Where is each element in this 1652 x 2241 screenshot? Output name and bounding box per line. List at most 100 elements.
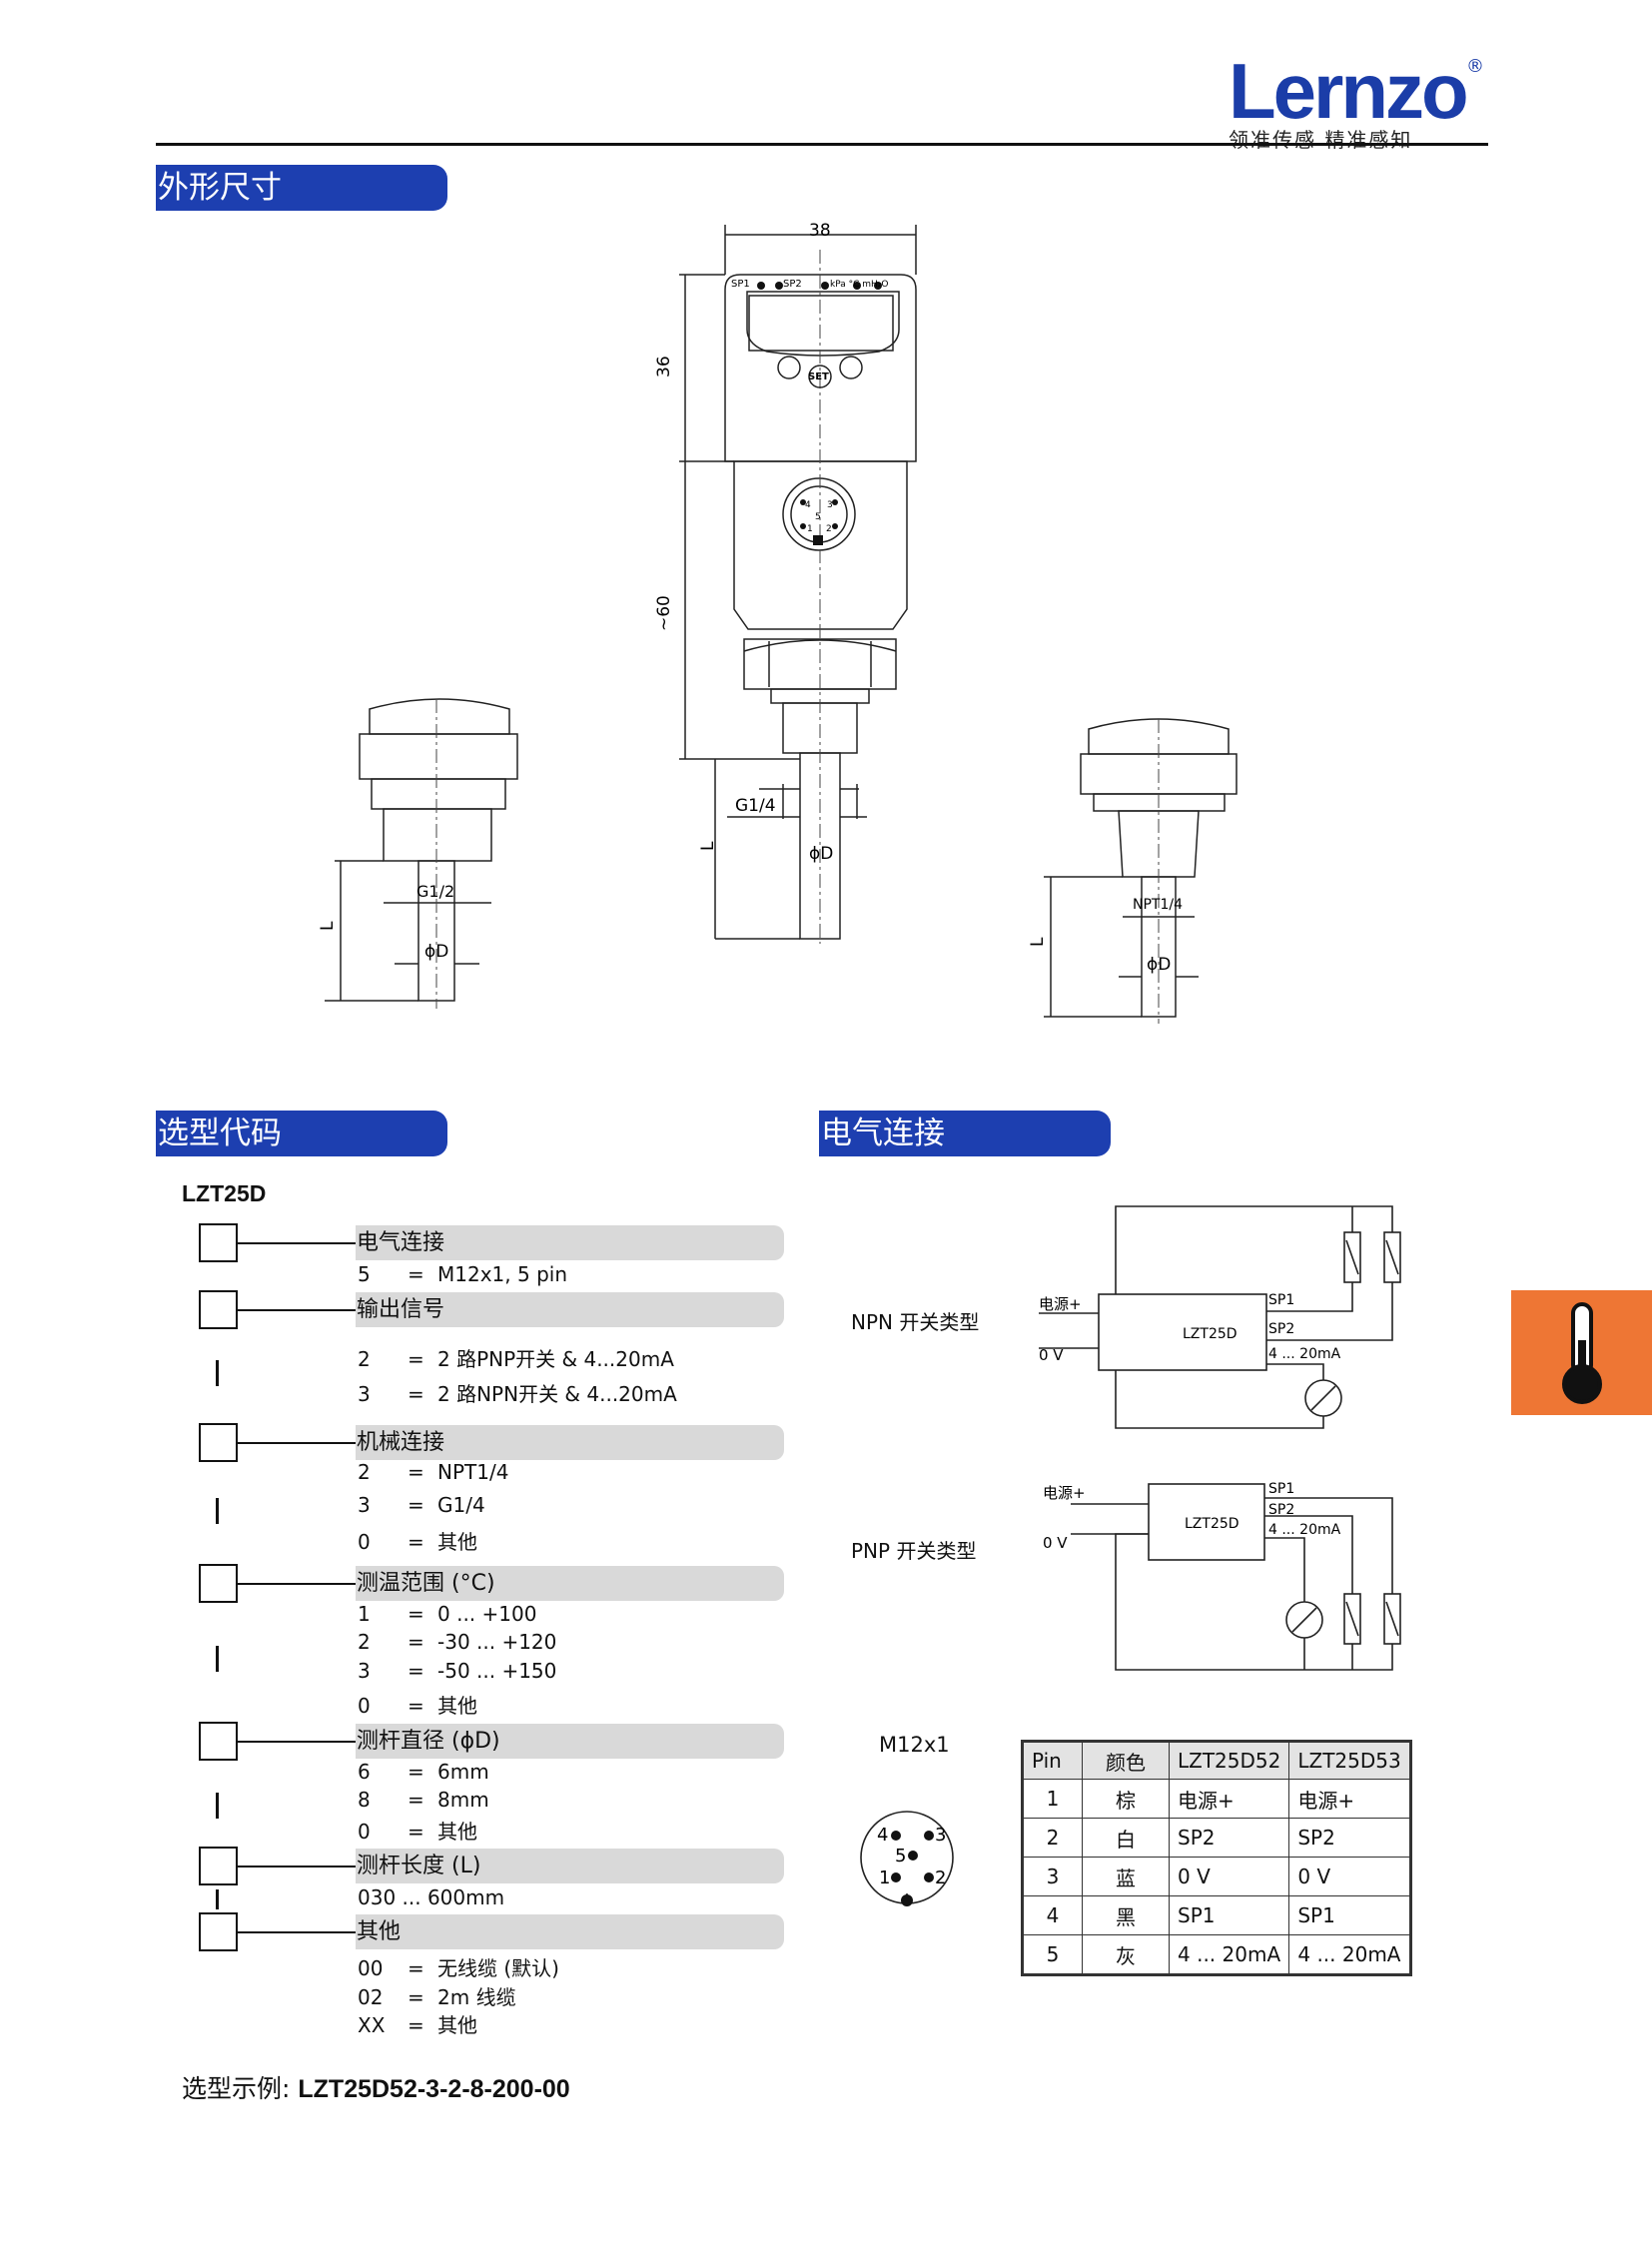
phid-right: ϕD xyxy=(1147,955,1171,975)
header-lzt25d52: LZT25D52 xyxy=(1168,1741,1290,1780)
connector-4 xyxy=(237,1583,357,1585)
g12-label: G1/2 xyxy=(416,882,454,901)
phid-center: ϕD xyxy=(809,844,833,864)
pin3-label: 3 xyxy=(827,500,833,510)
m12-title: M12x1 xyxy=(879,1733,950,1757)
section-dimensions: 外形尺寸 xyxy=(156,165,447,211)
pnp-device-label: LZT25D xyxy=(1185,1516,1239,1532)
group-electrical: 电气连接 xyxy=(356,1225,784,1260)
option-row: 0=其他 xyxy=(358,1694,477,1718)
thermometer-icon xyxy=(1562,1302,1602,1404)
npn-sp2-label: SP2 xyxy=(1268,1321,1294,1337)
npn-title: NPN 开关类型 xyxy=(851,1310,980,1334)
pnp-zero-label: 0 V xyxy=(1043,1534,1068,1552)
m12-pin3: 3 xyxy=(935,1825,946,1846)
npt-label: NPT1/4 xyxy=(1133,897,1183,913)
dim-36: 36 xyxy=(654,356,674,377)
separator-4 xyxy=(216,1793,219,1819)
dim-38: 38 xyxy=(809,221,831,241)
m12-pin5: 5 xyxy=(895,1846,906,1867)
connector-1 xyxy=(237,1242,357,1244)
group-diameter: 测杆直径 (ϕD) xyxy=(356,1724,784,1759)
option-row: 3=2 路NPN开关 & 4...20mA xyxy=(358,1382,677,1406)
npn-ma-label: 4 ... 20mA xyxy=(1268,1346,1341,1362)
pin1-label: 1 xyxy=(807,524,813,534)
option-row: 8=8mm xyxy=(358,1788,489,1812)
label-sp2: SP2 xyxy=(783,279,802,290)
m12-pin1: 1 xyxy=(879,1868,890,1888)
option-row: 3=-50 ... +150 xyxy=(358,1659,557,1683)
example-code: LZT25D52-3-2-8-200-00 xyxy=(298,2075,570,2103)
connector-7 xyxy=(237,1931,357,1933)
separator-3 xyxy=(216,1646,219,1672)
npn-sp1-label: SP1 xyxy=(1268,1292,1294,1308)
option-row: 0=其他 xyxy=(358,1820,477,1844)
dim-L-left: L xyxy=(318,921,338,931)
pnp-title: PNP 开关类型 xyxy=(851,1539,977,1563)
model-code: LZT25D xyxy=(182,1180,267,1206)
pnp-ma-label: 4 ... 20mA xyxy=(1268,1522,1341,1538)
m12-pin4: 4 xyxy=(877,1825,888,1846)
option-row: 030 ... 600mm xyxy=(358,1885,505,1909)
logo-tagline: 领准传感 精准感知 xyxy=(1229,128,1413,152)
group-mechanical: 机械连接 xyxy=(356,1425,784,1460)
group-length: 测杆长度 (L) xyxy=(356,1849,784,1883)
dim-L-right: L xyxy=(1028,937,1048,947)
table-header-row: Pin 颜色 LZT25D52 LZT25D53 xyxy=(1022,1741,1412,1780)
dim-L-center: L xyxy=(698,841,718,851)
section-selection: 选型代码 xyxy=(156,1111,447,1156)
option-row: 6=6mm xyxy=(358,1760,489,1784)
option-row: 02=2m 线缆 xyxy=(358,1985,516,2009)
header-pin: Pin xyxy=(1022,1741,1083,1780)
npn-power-label: 电源+ xyxy=(1039,1295,1082,1313)
option-row: 00=无线缆 (默认) xyxy=(358,1956,559,1980)
option-row: XX=其他 xyxy=(358,2013,477,2037)
set-button-icon xyxy=(808,365,832,388)
selection-example: 选型示例: LZT25D52-3-2-8-200-00 xyxy=(182,2069,570,2105)
down-button-icon xyxy=(777,356,801,379)
header-color: 颜色 xyxy=(1082,1741,1170,1780)
npn-device-label: LZT25D xyxy=(1183,1326,1238,1342)
group-other: 其他 xyxy=(356,1914,784,1949)
code-box-4 xyxy=(199,1564,238,1603)
connector-6 xyxy=(237,1866,357,1868)
pnp-sp2-label: SP2 xyxy=(1268,1502,1294,1518)
connector-3 xyxy=(237,1442,357,1444)
connector-2 xyxy=(237,1309,357,1311)
option-row: 5=M12x1, 5 pin xyxy=(358,1262,567,1286)
separator-2 xyxy=(216,1498,219,1524)
group-output: 输出信号 xyxy=(356,1292,784,1327)
side-tab-temperature[interactable] xyxy=(1511,1290,1652,1415)
dimension-drawing: 38 36 ~60 SP1 SP2 kPa °C mH₂O SET 4 3 5 … xyxy=(318,221,1238,1024)
option-row: 2=NPT1/4 xyxy=(358,1460,509,1484)
pnp-power-label: 电源+ xyxy=(1043,1484,1086,1502)
separator-1 xyxy=(216,1360,219,1386)
registered-mark: ® xyxy=(1466,56,1484,77)
header-lzt25d53: LZT25D53 xyxy=(1288,1741,1412,1780)
logo-word: Lernzo xyxy=(1229,47,1469,135)
example-label: 选型示例: xyxy=(182,2074,299,2103)
separator-5 xyxy=(216,1889,219,1909)
option-row: 2=2 路PNP开关 & 4...20mA xyxy=(358,1347,674,1371)
section-electrical: 电气连接 xyxy=(819,1111,1111,1156)
brand-logo: Lernzo ® 领准传感 精准感知 xyxy=(1229,52,1488,153)
option-row: 3=G1/4 xyxy=(358,1493,485,1517)
label-set: SET xyxy=(808,372,829,382)
dim-60: ~60 xyxy=(654,595,674,631)
npn-zero-label: 0 V xyxy=(1039,1346,1064,1364)
group-temp-range: 测温范围 (°C) xyxy=(356,1566,784,1601)
connector-5 xyxy=(237,1741,357,1743)
pin4-label: 4 xyxy=(805,500,811,510)
code-box-3 xyxy=(199,1423,238,1462)
option-row: 2=-30 ... +120 xyxy=(358,1630,557,1654)
option-row: 0=其他 xyxy=(358,1530,477,1554)
option-row: 1=0 ... +100 xyxy=(358,1602,537,1626)
label-sp1: SP1 xyxy=(731,279,750,290)
phid-left: ϕD xyxy=(424,942,448,962)
